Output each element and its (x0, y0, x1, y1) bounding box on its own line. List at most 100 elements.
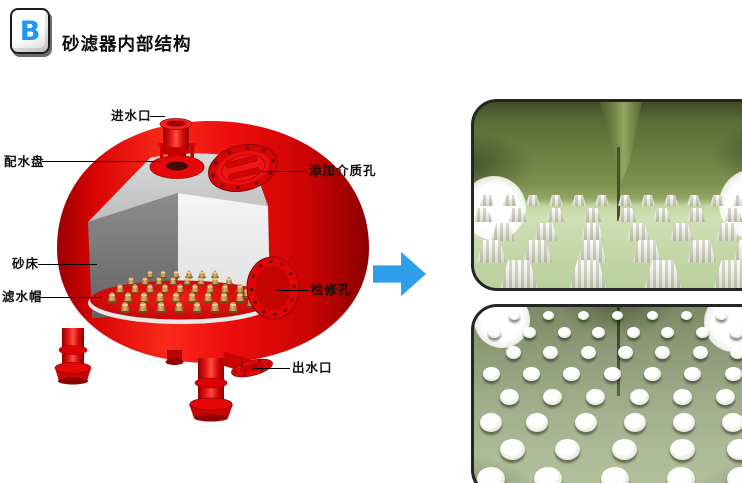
filter-nozzle-cap (655, 346, 671, 360)
leader-line-manhole (277, 290, 309, 291)
label-media-port: 添加介质孔 (309, 163, 377, 178)
filter-nozzle-cap (646, 310, 658, 320)
filter-nozzle-cap (522, 327, 536, 339)
filter-nozzle-cap (505, 346, 521, 360)
filter-nozzle-cap (522, 366, 540, 381)
filter-nozzle-cap (629, 388, 649, 405)
filter-nozzle-cap (499, 388, 519, 405)
filter-nozzle-cap (543, 346, 559, 360)
filter-nozzle-cap (479, 413, 502, 433)
photo-tank-interior-side-view (471, 99, 742, 291)
filter-nozzle-cap (474, 208, 492, 223)
filter-nozzle-cap (554, 439, 580, 461)
filter-nozzle-cap (586, 388, 606, 405)
filter-nozzle-cap (499, 260, 538, 288)
filter-nozzle-cap (626, 222, 650, 241)
filter-nozzle-cap (666, 466, 695, 483)
page-title: 砂滤器内部结构 (62, 35, 192, 55)
filter-nozzle-cap (508, 310, 520, 320)
filter-nozzle-cap (612, 439, 638, 461)
label-manhole: 检修孔 (311, 282, 352, 297)
filter-nozzle-cap (695, 327, 709, 339)
leader-line-media-port (261, 171, 308, 172)
filter-nozzle-cap (710, 195, 725, 206)
filter-nozzle-cap (672, 388, 692, 405)
filter-nozzle-cap (652, 208, 671, 223)
filter-nozzle-cap (594, 195, 609, 206)
filter-nozzle-cap (713, 260, 742, 288)
filter-nozzle-cap (577, 310, 589, 320)
filter-nozzle-cap (476, 466, 505, 483)
filter-nozzle-cap (543, 388, 563, 405)
filter-nozzle-cap (603, 366, 621, 381)
filter-nozzle-cap (669, 222, 693, 241)
filter-nozzle-cap (730, 346, 742, 360)
filter-nozzle-cap (534, 222, 558, 241)
filter-nozzle-cap (721, 413, 742, 433)
filter-nozzle-cap (580, 222, 604, 241)
filter-nozzle-cap (499, 439, 525, 461)
center-pipe (599, 102, 643, 182)
filter-nozzle-cap (618, 195, 632, 206)
filter-nozzle-cap (664, 195, 679, 206)
filter-nozzle-cap (525, 195, 540, 206)
filter-nozzle-cap (525, 413, 548, 433)
tank-legs (54, 328, 233, 422)
filter-nozzle-cap (546, 208, 564, 223)
manhole-flange (246, 256, 300, 320)
filter-nozzle-cap (727, 439, 742, 461)
badge-letter: B (19, 15, 41, 47)
filter-nozzle-cap (522, 239, 552, 263)
filter-nozzle-cap (727, 466, 742, 483)
leader-line-filter-cap (40, 297, 103, 298)
inlet-pipe (159, 118, 193, 155)
filter-nozzle-cap (557, 327, 571, 339)
filter-nozzle-cap (692, 346, 708, 360)
lamp-glow (474, 307, 530, 349)
leader-line-outlet (253, 368, 290, 369)
label-outlet: 出水口 (292, 360, 333, 375)
filter-nozzle-cap (626, 327, 640, 339)
filter-nozzle-cap (724, 208, 742, 223)
filter-nozzle-cap (479, 195, 494, 206)
filter-nozzle-cap (548, 195, 563, 206)
filter-nozzle-cap (733, 239, 742, 263)
label-sand-bed: 砂床 (12, 256, 40, 271)
filter-nozzle-cap (600, 466, 629, 483)
filter-nozzle-cap (508, 208, 527, 223)
filter-nozzle-cap (476, 239, 506, 263)
leader-line-inlet (150, 116, 165, 117)
filter-nozzle-cap (612, 310, 624, 320)
filter-nozzle-cap (623, 413, 646, 433)
filter-nozzle-cap (687, 239, 717, 263)
filter-nozzle-cap (569, 260, 608, 288)
sand-filter-nozzles (106, 270, 256, 314)
filter-nozzle-cap (583, 208, 602, 223)
filter-nozzle-cap (715, 222, 739, 241)
label-filter-cap: 滤水帽 (2, 289, 43, 304)
filter-nozzle-cap (672, 413, 695, 433)
filter-nozzle-cap (715, 388, 735, 405)
filter-nozzle-cap (482, 366, 500, 381)
filter-nozzle-cap (687, 208, 706, 223)
media-port-flange (208, 144, 278, 192)
photo-nozzle-plate-top-view (471, 304, 742, 483)
label-inlet: 进水口 (111, 108, 152, 123)
filter-nozzle-cap (563, 366, 581, 381)
filter-nozzle-cap (684, 366, 702, 381)
filter-nozzle-cap (574, 413, 597, 433)
filter-nozzle-cap (488, 327, 502, 339)
filter-nozzle-cap (724, 366, 742, 381)
outlet-pipe (221, 352, 273, 378)
filter-nozzle-cap (543, 310, 555, 320)
filter-nozzle-cap (592, 327, 606, 339)
filter-nozzle-cap (502, 195, 517, 206)
filter-nozzle-cap (681, 310, 693, 320)
filter-nozzle-cap (669, 439, 695, 461)
filter-nozzle-cap (643, 366, 661, 381)
filter-nozzle-cap (643, 260, 682, 288)
section-badge-keycap: B (10, 8, 50, 54)
filter-nozzle-cap (632, 239, 662, 263)
